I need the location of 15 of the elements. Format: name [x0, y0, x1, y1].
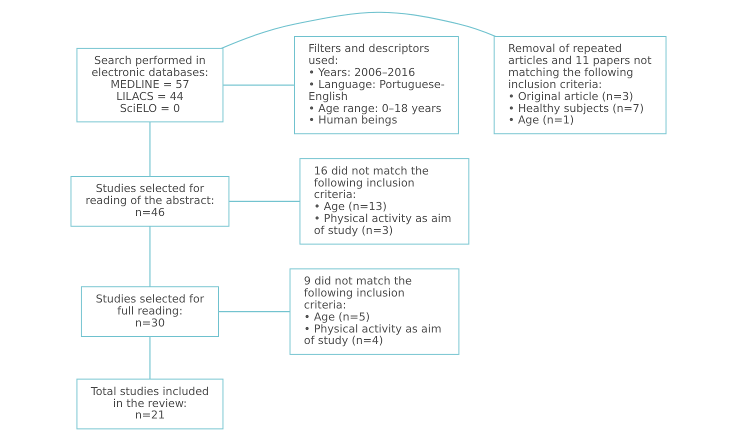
- connector: [223, 84, 294, 86]
- node-box: Removal of repeated articles and 11 papers not matching the following inclusion criteria: • Original article (n=3) • Healthy subjects (n=7) • Age (n=1): [494, 36, 667, 134]
- node-box: 9 did not match the following inclusion criteria: • Age (n=5) • Physical activity as aim of study (n=4): [290, 268, 460, 355]
- node-box: Studies selected for reading of the abstract: n=46: [70, 176, 230, 227]
- connector: [229, 200, 300, 202]
- connector: [149, 336, 151, 380]
- connector: [149, 122, 151, 176]
- connector: [221, 12, 496, 49]
- node-box: Search performed in electronic databases: MEDLINE = 57 LILACS = 44 SciELO = 0: [76, 48, 224, 122]
- connector: [218, 311, 290, 312]
- node-box: Filters and descriptors used: • Years: 2006–2016 • Language: Portuguese-English • Age range: 0–18 years • Human beings: [294, 36, 459, 134]
- node-box: Total studies included in the review: n=21: [76, 378, 224, 430]
- node-box: 16 did not match the following inclusion criteria: • Age (n=13) • Physical activity as aim of study (n=3): [299, 158, 470, 245]
- connector: [149, 226, 151, 287]
- node-box: Studies selected for full reading: n=30: [80, 286, 219, 337]
